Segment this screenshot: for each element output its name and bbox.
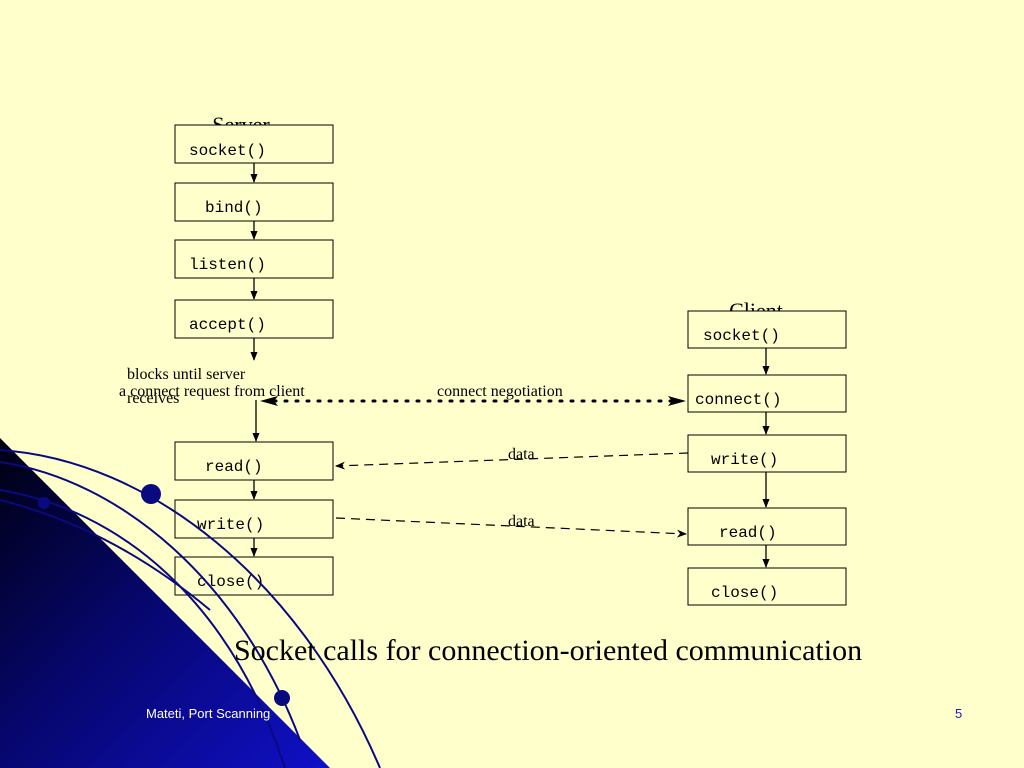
data-label-to-client: data [508, 513, 535, 530]
server-step-socket: socket() [174, 124, 334, 164]
page-number: 5 [955, 706, 962, 721]
server-step-close-label: close() [197, 573, 264, 591]
block-note: blocks until server receives a connect r… [119, 366, 305, 407]
server-step-listen-label: listen() [189, 256, 266, 274]
data-link-server-to-client: data [335, 513, 687, 538]
corner-decoration [0, 438, 381, 768]
server-step-write-label: write() [197, 516, 264, 534]
server-step-listen: listen() [174, 239, 334, 279]
block-note-line-1: blocks until server [127, 366, 246, 383]
server-step-read: read() [174, 441, 334, 481]
server-step-write: write() [174, 499, 334, 539]
block-note-line-3: a connect request from client [119, 383, 305, 400]
server-step-socket-label: socket() [189, 142, 266, 160]
client-step-connect: connect() [687, 374, 847, 413]
block-note-line-2: receives [127, 390, 179, 407]
server-step-close: close() [174, 556, 334, 596]
client-step-read-label: read() [719, 524, 777, 542]
server-step-accept-label: accept() [189, 316, 266, 334]
client-step-close-label: close() [711, 584, 778, 602]
connect-negotiation-link: connect negotiation [260, 383, 686, 406]
connect-negotiation-label: connect negotiation [437, 383, 563, 400]
server-step-bind: bind() [174, 182, 334, 222]
client-step-write: write() [687, 434, 847, 473]
data-link-client-to-server: data [335, 446, 689, 470]
client-step-socket: socket() [687, 310, 847, 349]
client-step-read: read() [687, 507, 847, 546]
footer-author: Mateti, Port Scanning [146, 706, 270, 721]
client-step-write-label: write() [711, 451, 778, 469]
server-step-accept: accept() [174, 299, 334, 339]
client-step-socket-label: socket() [703, 327, 780, 345]
client-step-close: close() [687, 567, 847, 606]
client-step-connect-label: connect() [695, 391, 781, 409]
data-label-to-server: data [508, 446, 535, 463]
server-step-bind-label: bind() [205, 199, 263, 217]
server-step-read-label: read() [205, 458, 263, 476]
diagram-caption: Socket calls for connection-oriented com… [234, 634, 862, 667]
